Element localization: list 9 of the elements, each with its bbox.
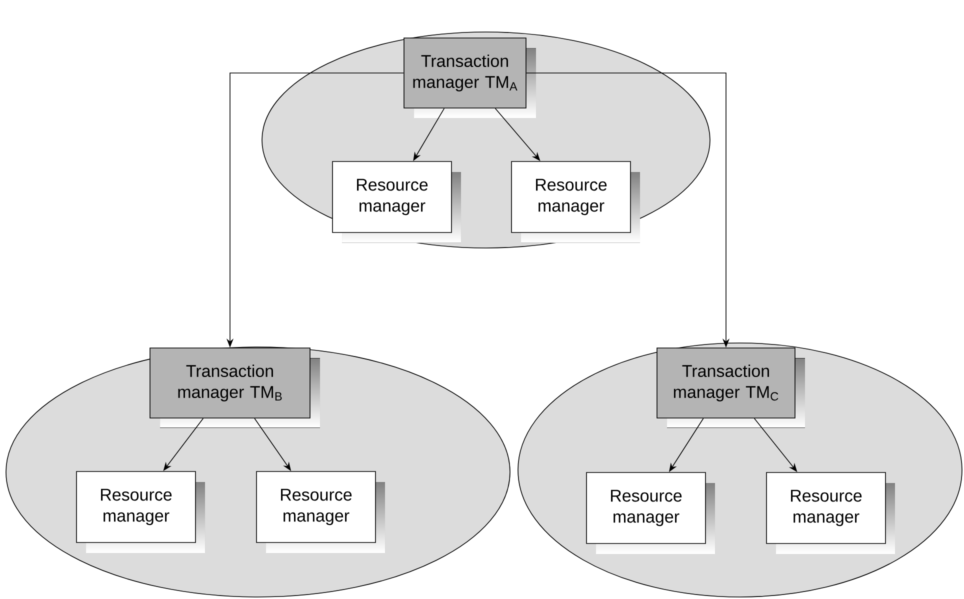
resource-box: Resource manager [76, 471, 205, 553]
resource-box: Resource manager [766, 472, 895, 554]
manager-box: Transaction manager TM$_{B}$ [150, 348, 320, 428]
manager-box: Transaction manager TM$_{A}$ [404, 38, 536, 118]
resource-box: Resource manager [256, 471, 385, 553]
resource-box: Resource manager [586, 472, 715, 554]
resource-box: Resource manager [332, 161, 461, 243]
manager-box: Transaction manager TM$_{C}$ [656, 348, 805, 428]
resource-box: Resource manager [511, 161, 640, 243]
